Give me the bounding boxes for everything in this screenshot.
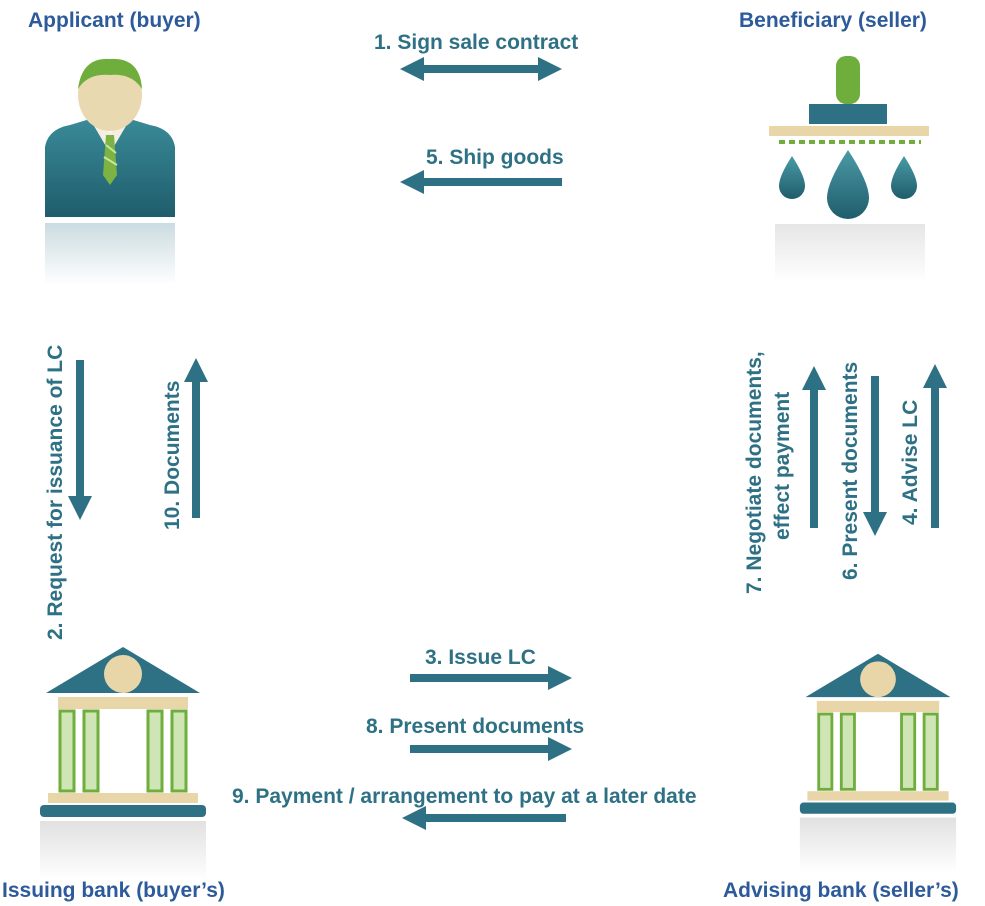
arrow-step-9 <box>402 806 566 830</box>
issuing-bank-title: Issuing bank (buyer’s) <box>2 879 225 902</box>
businessman-icon <box>45 58 175 285</box>
step-7-label-line1: 7. Negotiate documents, <box>743 351 766 594</box>
factory-press-icon <box>769 56 929 282</box>
step-3-label: 3. Issue LC <box>425 646 536 669</box>
arrow-step-7 <box>802 366 826 528</box>
step-2-label: 2. Request for issuance of LC <box>44 344 67 640</box>
step-5-label: 5. Ship goods <box>426 146 564 169</box>
arrow-step-10 <box>184 358 208 518</box>
arrow-step-8 <box>410 737 572 761</box>
step-6-label: 6. Present documents <box>839 361 862 580</box>
applicant-title: Applicant (buyer) <box>28 9 201 32</box>
step-7-label-line2: effect payment <box>771 391 794 540</box>
arrow-step-3 <box>410 666 572 690</box>
step-8-label: 8. Present documents <box>366 715 585 738</box>
beneficiary-title: Beneficiary (seller) <box>739 9 927 32</box>
arrow-step-5 <box>400 170 562 194</box>
advising-bank-title: Advising bank (seller’s) <box>723 879 959 902</box>
step-4-label: 4. Advise LC <box>899 399 922 525</box>
arrow-step-1 <box>400 57 562 81</box>
step-10-label: 10. Documents <box>161 380 184 530</box>
arrow-step-2 <box>68 360 92 520</box>
bank-building-icon <box>40 647 206 880</box>
step-9-label: 9. Payment / arrangement to pay at a lat… <box>232 785 697 808</box>
arrow-step-4 <box>923 364 947 528</box>
step-1-label: 1. Sign sale contract <box>374 31 579 54</box>
bank-building-icon <box>799 653 957 874</box>
arrow-step-6 <box>863 376 887 536</box>
